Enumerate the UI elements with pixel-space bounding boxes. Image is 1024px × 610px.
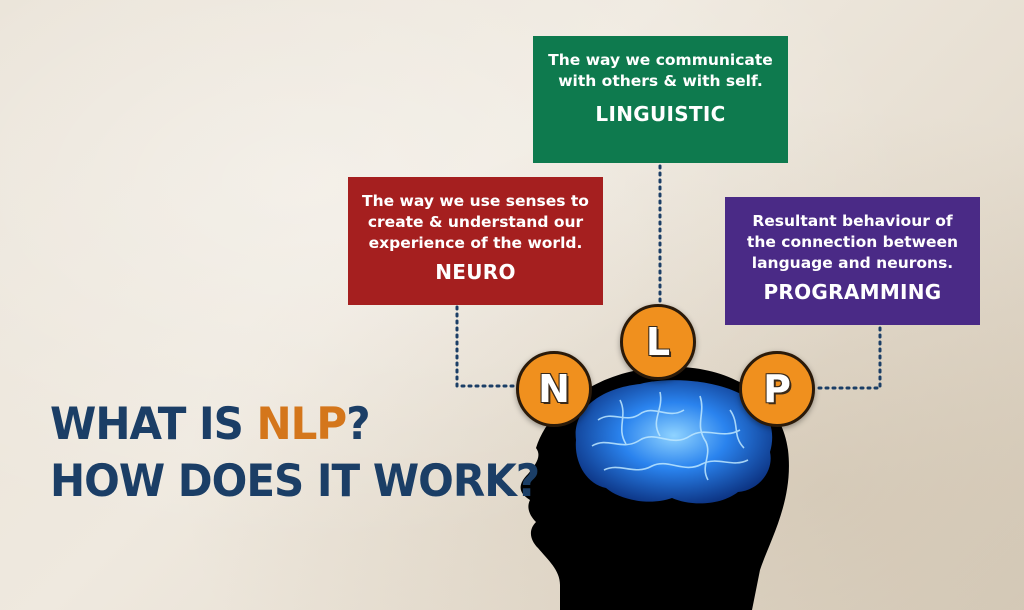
letter-p-circle: P [739, 351, 815, 427]
programming-desc-line-1: Resultant behaviour of [752, 212, 953, 230]
programming-title: PROGRAMMING [763, 280, 942, 304]
neuro-description: The way we use senses to create & unders… [348, 191, 603, 254]
neuro-box: The way we use senses to create & unders… [348, 177, 603, 305]
programming-description: Resultant behaviour of the connection be… [725, 211, 980, 274]
letter-l-circle: L [620, 304, 696, 380]
heading-line-2: HOW DOES IT WORK? [50, 455, 540, 507]
linguistic-desc-line-1: The way we communicate [548, 51, 773, 69]
heading-prefix: WHAT IS [50, 398, 257, 450]
neuro-desc-line-3: experience of the world. [368, 234, 583, 252]
programming-desc-line-2: the connection between [746, 233, 959, 251]
linguistic-title: LINGUISTIC [595, 102, 726, 126]
letter-n-circle: N [516, 351, 592, 427]
neuro-desc-line-2: create & understand our [367, 213, 584, 231]
heading-suffix: ? [346, 398, 370, 450]
linguistic-desc-line-2: with others & with self. [558, 72, 763, 90]
connector-programming [816, 326, 882, 390]
heading-accent-nlp: NLP [256, 398, 348, 450]
programming-box: Resultant behaviour of the connection be… [725, 197, 980, 325]
linguistic-description: The way we communicate with others & wit… [533, 50, 788, 92]
programming-desc-line-3: language and neurons. [751, 254, 954, 272]
neuro-title: NEURO [435, 260, 516, 284]
linguistic-box: The way we communicate with others & wit… [533, 36, 788, 163]
connector-neuro [455, 305, 520, 388]
brain-icon [575, 380, 773, 504]
neuro-desc-line-1: The way we use senses to [362, 192, 589, 210]
heading-line-1: WHAT IS NLP? [50, 398, 371, 450]
connector-lines [455, 164, 882, 390]
